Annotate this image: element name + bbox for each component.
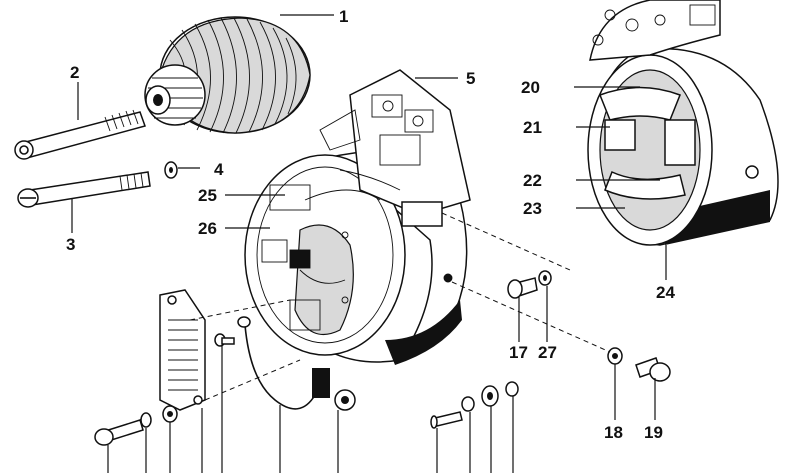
callout-3: 3 — [66, 235, 75, 254]
callout-26: 26 — [198, 219, 217, 238]
callout-1: 1 — [339, 7, 348, 26]
armature-rotor[interactable] — [144, 16, 311, 134]
callout-23: 23 — [523, 199, 542, 218]
callout-19: 19 — [644, 423, 663, 442]
through-bolt-upper[interactable] — [14, 109, 146, 160]
callout-25: 25 — [198, 186, 217, 205]
small-washer[interactable] — [164, 161, 178, 179]
alignment-lines — [189, 212, 611, 401]
callout-18: 18 — [604, 423, 623, 442]
callout-21: 21 — [523, 118, 542, 137]
mounting-bracket[interactable] — [159, 289, 206, 411]
callout-4: 4 — [214, 160, 224, 179]
screw-set-lower-centre[interactable] — [430, 381, 519, 429]
callout-24: 24 — [656, 283, 675, 302]
generator-housing[interactable] — [244, 69, 471, 365]
callout-22: 22 — [523, 171, 542, 190]
callout-5: 5 — [466, 69, 475, 88]
leader-lines — [71, 14, 667, 473]
screw-washer-17-27[interactable] — [507, 270, 552, 299]
callout-2: 2 — [70, 63, 79, 82]
screw-washer-18-19[interactable] — [607, 347, 671, 382]
through-bolt-lower[interactable] — [17, 171, 151, 208]
field-frame-housing[interactable] — [587, 0, 779, 246]
callout-17: 17 — [509, 343, 528, 362]
callout-27: 27 — [538, 343, 557, 362]
ground-cable[interactable] — [237, 316, 356, 411]
screw-set-lower-left[interactable] — [94, 333, 235, 446]
callout-20: 20 — [521, 78, 540, 97]
